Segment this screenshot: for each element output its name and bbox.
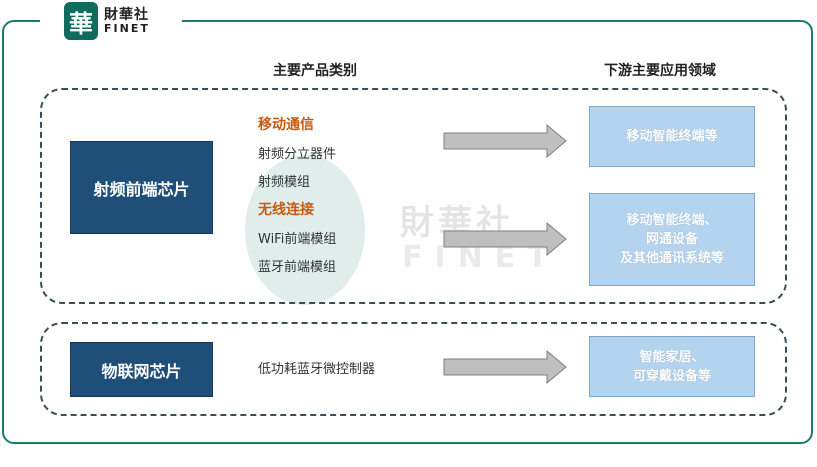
rf-item-product: WiFi前端模组: [258, 232, 337, 247]
iot-item-product: 低功耗蓝牙微控制器: [258, 362, 376, 377]
rf-item-category: 移动通信: [258, 117, 314, 133]
iot-group-container: [40, 322, 787, 416]
rf-application-box: 移动智能终端、 网通设备 及其他通讯系统等: [589, 193, 755, 286]
logo-name-cn: 財華社: [104, 7, 149, 23]
rf-item-product: 射频分立器件: [258, 147, 337, 162]
rf-item-product: 蓝牙前端模组: [258, 260, 337, 275]
arrow-right-icon: [443, 124, 567, 158]
header-products: 主要产品类别: [273, 63, 357, 79]
header-applications: 下游主要应用领域: [604, 63, 716, 79]
iot-chip-box: 物联网芯片: [70, 342, 213, 397]
rf-group-container: [40, 88, 787, 304]
rf-application-box: 移动智能终端等: [589, 106, 755, 167]
arrow-right-icon: [443, 222, 567, 256]
arrow-right-icon: [443, 350, 567, 384]
logo-name-en: FINET: [104, 22, 150, 35]
rf-application-text: 移动智能终端等: [626, 129, 718, 144]
rf-application-text: 移动智能终端、 网通设备 及其他通讯系统等: [619, 213, 724, 266]
rf-item-product: 射频模组: [258, 175, 311, 190]
logo-mark: 華: [64, 2, 98, 40]
rf-item-category: 无线连接: [258, 202, 314, 218]
outer-frame: [2, 20, 813, 444]
rf-chip-box: 射频前端芯片: [70, 141, 213, 234]
logo-area: [40, 0, 182, 42]
iot-application-box: 智能家居、 可穿戴设备等: [589, 336, 755, 397]
iot-application-text: 智能家居、 可穿戴设备等: [632, 349, 711, 384]
